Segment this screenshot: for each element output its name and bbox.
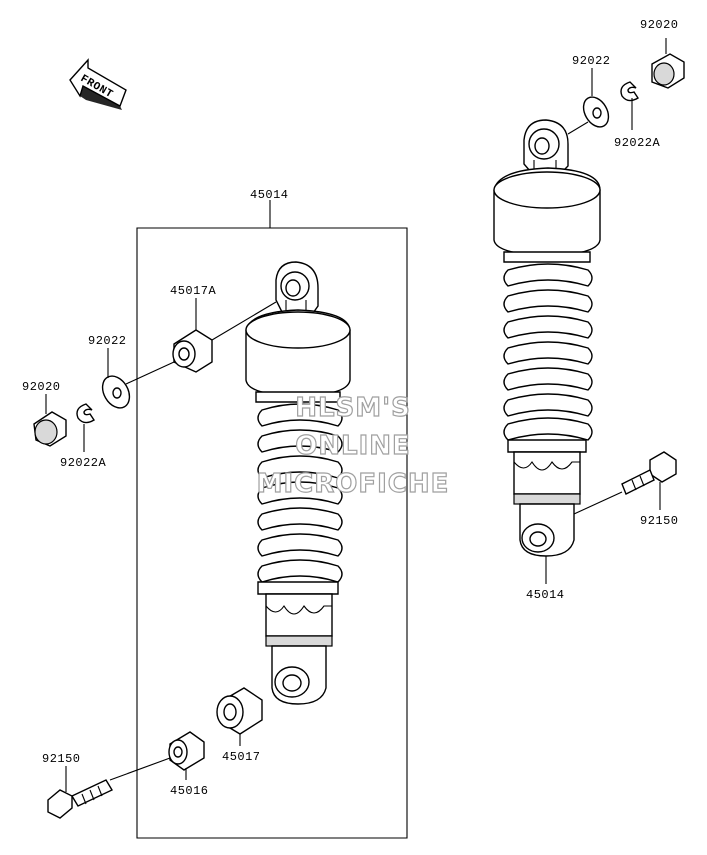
collar-45016	[168, 731, 205, 771]
label-92020-right: 92020	[640, 18, 679, 32]
label-92022A-left: 92022A	[60, 456, 107, 470]
bolt-92150-right	[621, 451, 677, 495]
label-92020-left: 92020	[22, 380, 61, 394]
label-92022A-right: 92022A	[614, 136, 661, 150]
watermark: HLSM'S ONLINE MICROFICHE	[256, 392, 450, 499]
watermark-line-3: MICROFICHE	[257, 469, 450, 499]
label-45017A: 45017A	[170, 284, 217, 298]
clip-92022A-left	[76, 403, 95, 424]
shock-absorber-left	[245, 261, 351, 705]
label-45014-right: 45014	[526, 588, 565, 602]
clip-92022A-right	[620, 81, 639, 102]
washer-92022-left	[101, 375, 131, 409]
bolt-92150-left	[47, 779, 113, 819]
bushing-45017	[216, 687, 263, 735]
label-45016: 45016	[170, 784, 209, 798]
front-arrow-icon: FRONT	[69, 58, 127, 110]
shock-absorber-right	[493, 119, 601, 557]
watermark-line-1: HLSM'S	[295, 393, 411, 423]
label-92150-left: 92150	[42, 752, 81, 766]
watermark-line-2: ONLINE	[295, 431, 411, 461]
label-92022-left: 92022	[88, 334, 127, 348]
label-45014-top: 45014	[250, 188, 289, 202]
leader-lines	[45, 38, 667, 792]
cap-nut-92020-right	[651, 53, 685, 89]
cap-nut-92020-left	[33, 411, 67, 447]
label-92150-right: 92150	[640, 514, 679, 528]
assembly-bracket	[136, 227, 408, 839]
label-45017: 45017	[222, 750, 261, 764]
bushing-45017A	[172, 329, 213, 373]
washer-92022-right	[582, 96, 610, 128]
label-92022-right: 92022	[572, 54, 611, 68]
